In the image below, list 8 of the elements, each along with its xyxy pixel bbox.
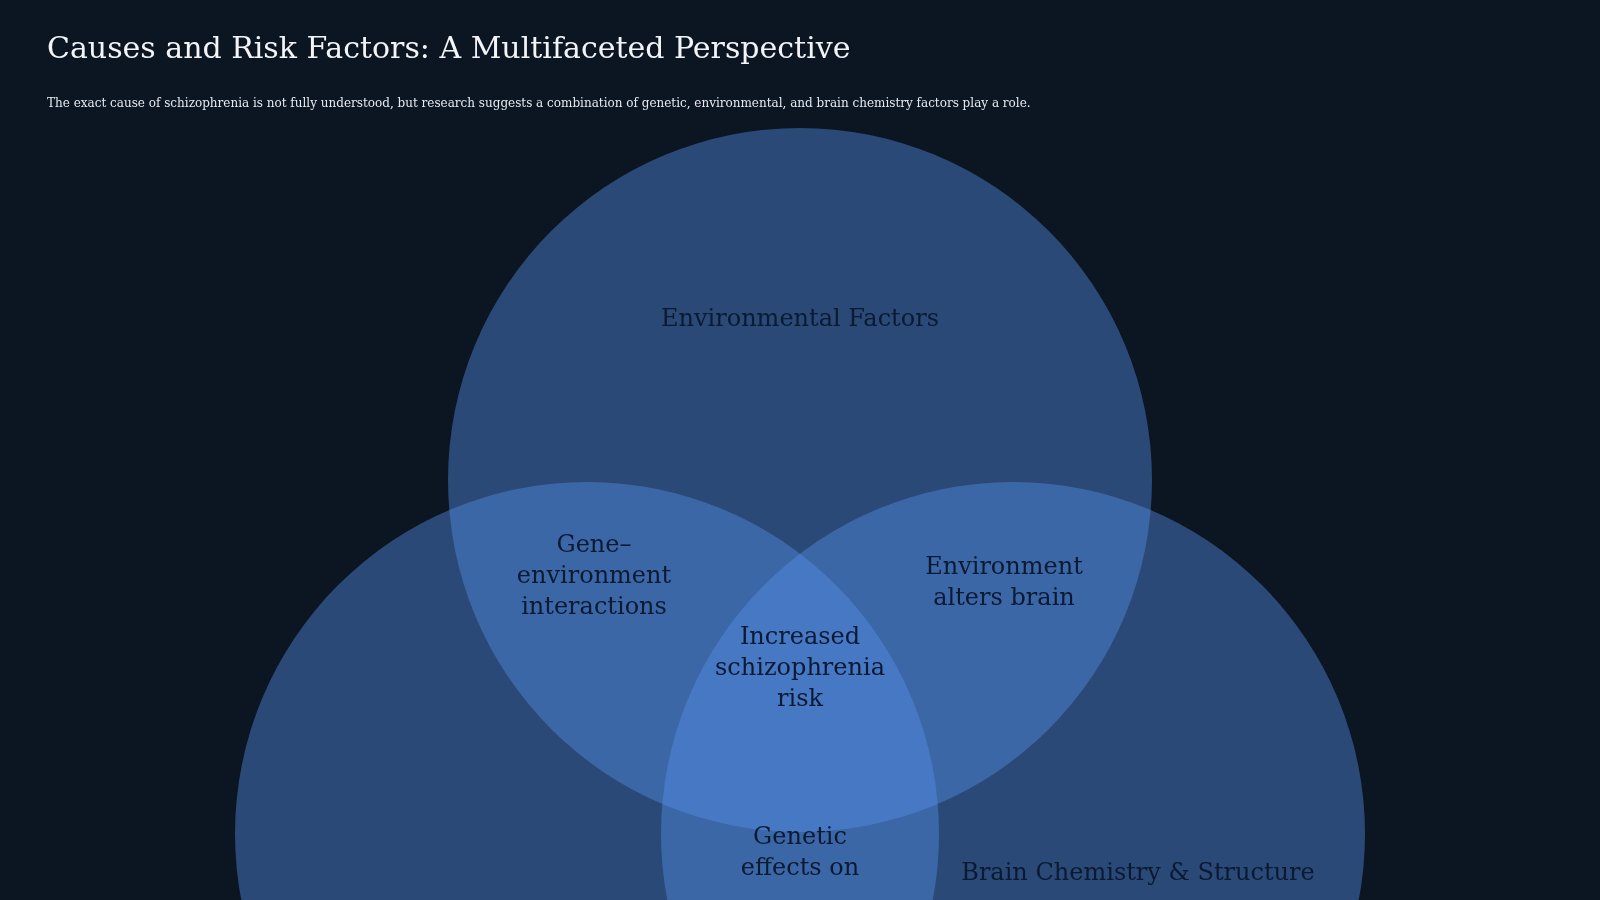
overlap-label: Genetic effects on (725, 821, 875, 883)
overlap-label: Increased schizophrenia risk (715, 620, 885, 714)
circle-label: Brain Chemistry & Structure (960, 856, 1316, 888)
subtitle-text: The exact cause of schizophrenia is not fully understood, but research suggests a combination of genetic, environmental, and brain chemistry factors play a role. (47, 96, 1031, 110)
circle-label: Environmental Factors (660, 302, 940, 334)
slide-title: Causes and Risk Factors: A Multifaceted Perspective (47, 30, 851, 65)
overlap-label: Gene–environment interactions (504, 528, 684, 622)
overlap-label: Environment alters brain (914, 551, 1094, 613)
